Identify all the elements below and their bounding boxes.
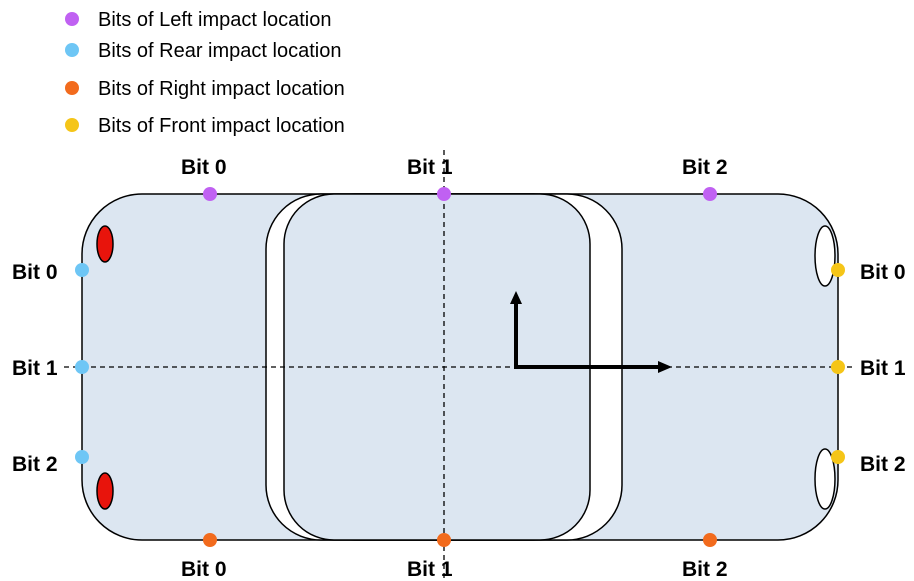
left-bit-0-label: Bit 0 <box>181 156 227 179</box>
legend-label-right: Bits of Right impact location <box>98 78 345 100</box>
right-bit-0-label: Bit 0 <box>181 558 227 581</box>
right-bit-2-marker <box>703 533 717 547</box>
rear-bit-2-label: Bit 2 <box>12 453 58 476</box>
front-bit-0-label: Bit 0 <box>860 261 906 284</box>
right-bit-1-label: Bit 1 <box>407 558 453 581</box>
tail-light-right <box>96 472 114 510</box>
front-bit-0-marker <box>831 263 845 277</box>
legend-marker-front <box>65 118 79 132</box>
left-bit-1-label: Bit 1 <box>407 156 453 179</box>
right-bit-1-marker <box>437 533 451 547</box>
front-bit-1-label: Bit 1 <box>860 357 906 380</box>
left-bit-2-label: Bit 2 <box>682 156 728 179</box>
y-axis-arrowhead-icon <box>510 291 522 304</box>
front-bit-1-marker <box>831 360 845 374</box>
legend-marker-left <box>65 12 79 26</box>
rear-impact-points: Bit 0 Bit 1 Bit 2 <box>12 261 89 476</box>
left-bit-1-marker <box>437 187 451 201</box>
legend-label-left: Bits of Left impact location <box>98 9 331 31</box>
left-impact-points: Bit 0 Bit 1 Bit 2 <box>181 156 728 201</box>
right-impact-points: Bit 0 Bit 1 Bit 2 <box>181 533 728 581</box>
front-bit-2-marker <box>831 450 845 464</box>
legend-marker-right <box>65 81 79 95</box>
left-bit-2-marker <box>703 187 717 201</box>
front-bit-2-label: Bit 2 <box>860 453 906 476</box>
rear-bit-1-label: Bit 1 <box>12 357 58 380</box>
rear-bit-0-marker <box>75 263 89 277</box>
front-impact-points: Bit 0 Bit 1 Bit 2 <box>831 261 906 476</box>
x-axis-arrowhead-icon <box>658 361 672 373</box>
rear-bit-0-label: Bit 0 <box>12 261 58 284</box>
legend: Bits of Left impact location Bits of Rea… <box>65 9 345 137</box>
right-bit-0-marker <box>203 533 217 547</box>
coordinate-axes <box>510 291 672 373</box>
rear-bit-1-marker <box>75 360 89 374</box>
headlight-right <box>814 448 836 510</box>
legend-label-front: Bits of Front impact location <box>98 115 345 137</box>
legend-marker-rear <box>65 43 79 57</box>
left-bit-0-marker <box>203 187 217 201</box>
rear-bit-2-marker <box>75 450 89 464</box>
tail-light-left <box>96 225 114 263</box>
headlight-left <box>814 225 836 287</box>
legend-label-rear: Bits of Rear impact location <box>98 40 341 62</box>
right-bit-2-label: Bit 2 <box>682 558 728 581</box>
